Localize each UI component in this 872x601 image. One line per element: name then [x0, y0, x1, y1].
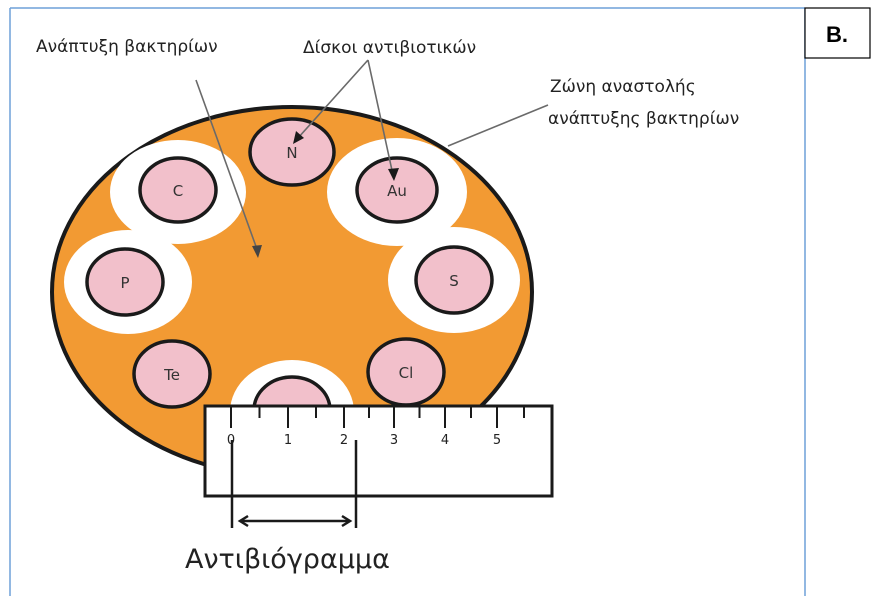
disc-label-N: N [286, 144, 297, 162]
disc-label-C: C [173, 182, 183, 200]
label-bacterial-growth: Ανάπτυξη βακτηρίων [36, 37, 218, 57]
disc-label-Cl: Cl [399, 364, 414, 382]
ruler-tick-label-2: 2 [340, 433, 348, 448]
disc-label-Au: Au [387, 182, 407, 200]
label-inhibition-zone-line1: Ζώνη αναστολής [550, 77, 696, 97]
disc-label-Te: Te [163, 366, 180, 384]
disc-Au: Au [357, 158, 437, 222]
ruler-tick-label-4: 4 [441, 433, 449, 448]
panel-label: Β. [826, 22, 848, 47]
disc-label-S: S [449, 272, 459, 290]
disc-P: P [87, 249, 163, 315]
ruler-tick-label-5: 5 [493, 433, 501, 448]
disc-label-P: P [120, 274, 129, 292]
label-antibiotic-discs: Δίσκοι αντιβιοτικών [303, 38, 476, 58]
label-inhibition-zone-line2: ανάπτυξης βακτηρίων [548, 109, 739, 129]
measuring-ruler: 0 1 2 3 4 5 [205, 406, 552, 496]
disc-S: S [416, 247, 492, 313]
disc-Te: Te [134, 341, 210, 407]
figure-caption: Αντιβιόγραμμα [185, 544, 390, 575]
disc-C: C [140, 158, 216, 222]
pointer-inhibition-zone [448, 105, 548, 146]
ruler-body [205, 406, 552, 496]
ruler-tick-label-3: 3 [390, 433, 398, 448]
disc-Cl: Cl [368, 339, 444, 405]
ruler-tick-label-1: 1 [284, 433, 292, 448]
disc-N: N [250, 119, 334, 185]
